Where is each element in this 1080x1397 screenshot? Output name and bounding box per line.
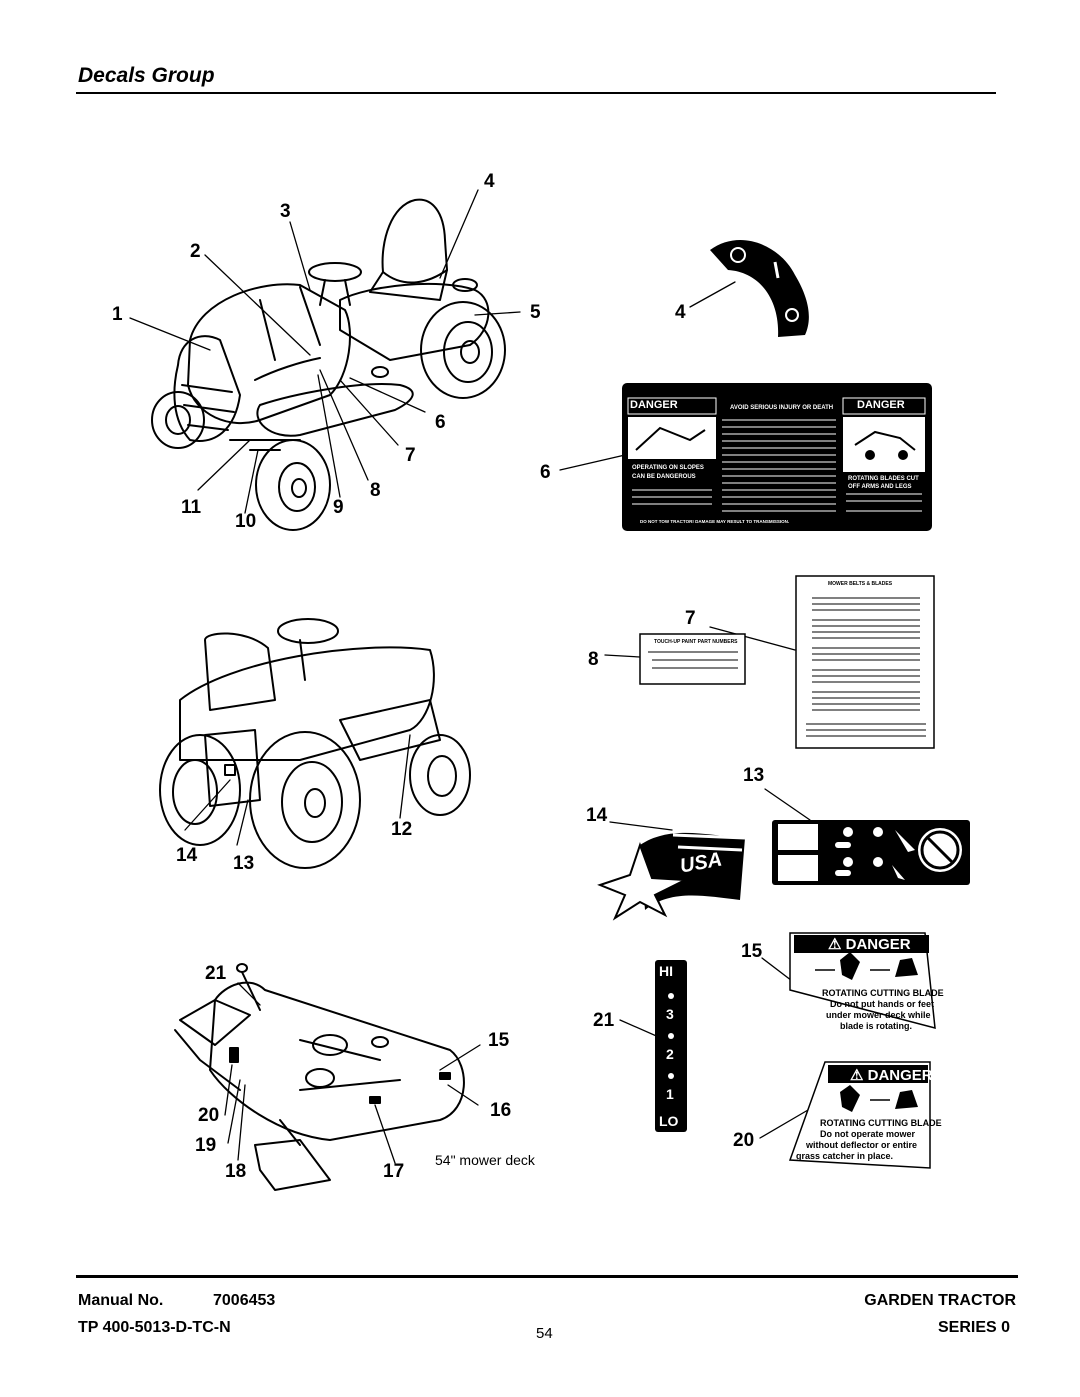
callout-4-tractor: 4 <box>484 171 495 192</box>
product-name: GARDEN TRACTOR <box>864 1292 1016 1309</box>
callout-6-tractor: 6 <box>435 412 446 433</box>
callout-7-tractor: 7 <box>405 445 416 466</box>
blade-danger-decal-20 <box>788 1061 931 1169</box>
tractor-front-illustration <box>129 189 521 531</box>
pto-switch-decal <box>710 240 809 337</box>
callout-2: 2 <box>190 241 201 262</box>
deck-size-caption: 54" mower deck <box>435 1152 535 1168</box>
cut-height-lo: LO <box>659 1113 679 1129</box>
callout-21-deck: 21 <box>205 963 227 984</box>
header-rule <box>76 92 996 94</box>
usa-flag-decal <box>597 832 746 921</box>
callout-18: 18 <box>225 1161 247 1182</box>
callout-17: 17 <box>383 1161 405 1182</box>
callout-21-decal: 21 <box>593 1010 615 1031</box>
decal20-line2: Do not operate mower <box>820 1129 916 1139</box>
cut-height-hi: HI <box>659 963 673 979</box>
decal-blade-line1: ROTATING BLADES CUT <box>848 476 919 482</box>
operation-instructions-decal <box>772 820 970 885</box>
cut-height-2: 2 <box>666 1046 674 1062</box>
decal-danger-center-heading: AVOID SERIOUS INJURY OR DEATH <box>730 405 834 411</box>
cut-height-decal <box>655 960 687 1132</box>
decal15-line3: under mower deck while <box>826 1010 931 1020</box>
footer-rule <box>76 1275 1018 1278</box>
manual-number: 7006453 <box>213 1292 276 1309</box>
callout-10: 10 <box>235 511 257 532</box>
callout-8-tractor: 8 <box>370 480 381 501</box>
callout-12: 12 <box>391 819 413 840</box>
callout-14-tractor: 14 <box>176 845 198 866</box>
manual-label: Manual No. <box>78 1292 164 1309</box>
callout-4-decal: 4 <box>675 302 686 323</box>
decal-belts-title: MOWER BELTS & BLADES <box>828 581 893 587</box>
decal-danger-right-heading: DANGER <box>857 399 905 411</box>
series-name: SERIES 0 <box>937 1319 1010 1336</box>
tractor-rear-illustration <box>159 618 471 869</box>
decal15-danger-word: DANGER <box>845 936 911 953</box>
decal15-line1: ROTATING CUTTING BLADE <box>822 988 944 998</box>
callout-13-decal: 13 <box>743 765 765 786</box>
decal20-line4: grass catcher in place. <box>796 1151 894 1161</box>
decal20-line1: ROTATING CUTTING BLADE <box>820 1118 942 1128</box>
callout-14-decal: 14 <box>586 805 608 826</box>
callout-8-decal: 8 <box>588 649 599 670</box>
callout-5: 5 <box>530 302 541 323</box>
decal20-danger-word: DANGER <box>867 1067 933 1084</box>
decal-slope-line2: CAN BE DANGEROUS <box>632 474 696 480</box>
decal20-line3: without deflector or entire <box>806 1140 918 1150</box>
callout-20-decal: 20 <box>733 1130 755 1151</box>
decal15-danger: ⚠ DANGER <box>828 936 911 953</box>
callout-19: 19 <box>195 1135 217 1156</box>
callout-9: 9 <box>333 497 344 518</box>
callout-1: 1 <box>112 304 123 325</box>
callout-7-decal: 7 <box>685 608 696 629</box>
decal-touchup-title: TOUCH-UP PAINT PART NUMBERS <box>654 639 738 645</box>
callout-11: 11 <box>181 497 202 518</box>
page-number: 54 <box>536 1325 553 1342</box>
blade-danger-decal-15 <box>789 932 936 1030</box>
mower-deck-illustration <box>174 963 481 1191</box>
callout-20-deck: 20 <box>198 1105 220 1126</box>
page-title: Decals Group <box>78 64 215 87</box>
touchup-paint-decal <box>639 633 746 685</box>
cut-height-1: 1 <box>666 1086 674 1102</box>
callout-3: 3 <box>280 201 291 222</box>
callout-6-decal: 6 <box>540 462 551 483</box>
callout-16: 16 <box>490 1100 512 1121</box>
slope-danger-decal <box>622 383 932 531</box>
decal-danger-left-heading: DANGER <box>630 399 678 411</box>
decal15-line2: Do not put hands or feet <box>830 999 934 1009</box>
tp-number: TP 400-5013-D-TC-N <box>78 1319 231 1336</box>
decal20-danger: ⚠ DANGER <box>850 1067 933 1084</box>
decal15-line4: blade is rotating. <box>840 1021 913 1031</box>
decal-slope-line1: OPERATING ON SLOPES <box>632 465 704 471</box>
callout-13-tractor: 13 <box>233 853 255 874</box>
belts-blades-decal <box>795 575 935 749</box>
cut-height-3: 3 <box>666 1006 674 1022</box>
callout-15-deck: 15 <box>488 1030 510 1051</box>
callout-15-decal: 15 <box>741 941 763 962</box>
decal-tow-warning: DO NOT TOW TRACTOR! DAMAGE MAY RESULT TO… <box>640 519 790 524</box>
decal-blade-line2: OFF ARMS AND LEGS <box>848 484 912 490</box>
